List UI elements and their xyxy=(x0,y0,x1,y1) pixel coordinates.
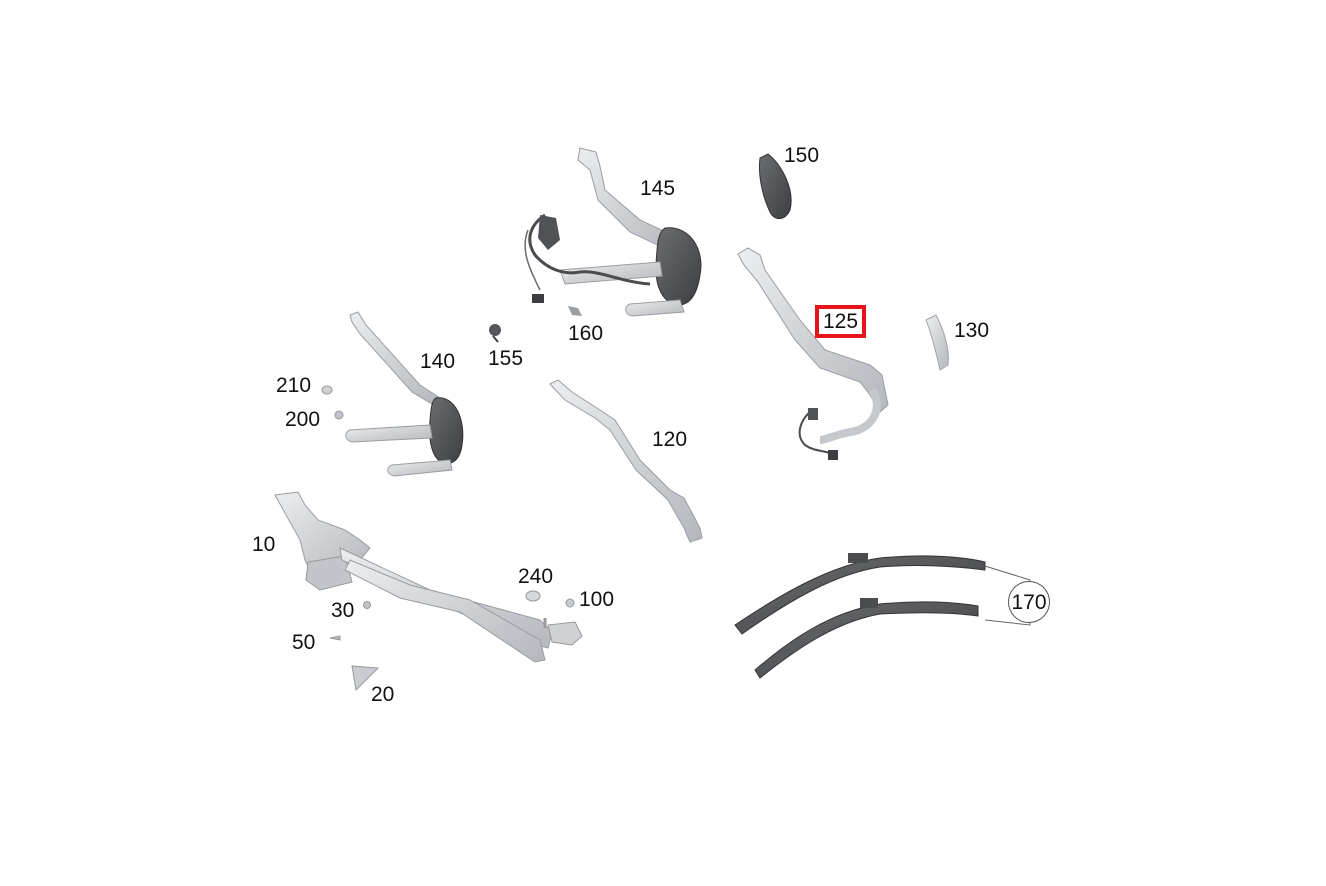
callout-200[interactable]: 200 xyxy=(285,408,321,431)
part-10-wiper-linkage[interactable] xyxy=(274,491,583,663)
callout-155[interactable]: 155 xyxy=(488,347,524,370)
callout-145[interactable]: 145 xyxy=(640,177,676,200)
callout-130[interactable]: 130 xyxy=(954,319,990,342)
part-120-wiper-arm[interactable] xyxy=(549,379,703,543)
part-50-bolt[interactable] xyxy=(329,635,341,641)
part-30-bolt[interactable] xyxy=(363,601,371,609)
part-20-bracket[interactable] xyxy=(351,665,380,692)
part-130-cap[interactable] xyxy=(925,314,949,371)
callout-120[interactable]: 120 xyxy=(652,428,688,451)
callout-150[interactable]: 150 xyxy=(784,144,820,167)
callout-160[interactable]: 160 xyxy=(568,322,604,345)
callout-20[interactable]: 20 xyxy=(371,683,395,706)
part-150-cover[interactable] xyxy=(759,153,792,219)
callout-100[interactable]: 100 xyxy=(579,588,615,611)
callout-170[interactable]: 170 xyxy=(1008,581,1050,623)
callout-125-highlighted[interactable]: 125 xyxy=(815,305,867,338)
part-145-wiper-arm[interactable] xyxy=(524,147,702,317)
part-210-cap-nut[interactable] xyxy=(321,385,333,395)
part-170-wiper-blades[interactable] xyxy=(734,553,1031,679)
callout-50[interactable]: 50 xyxy=(292,631,316,654)
part-125-wiper-arm[interactable] xyxy=(737,247,889,460)
callout-240[interactable]: 240 xyxy=(518,565,554,588)
callout-10[interactable]: 10 xyxy=(252,533,276,556)
part-200-nut[interactable] xyxy=(334,410,344,420)
part-155-connector[interactable] xyxy=(489,324,501,343)
callout-140[interactable]: 140 xyxy=(420,350,456,373)
part-160-clip[interactable] xyxy=(568,306,582,316)
part-100-nut[interactable] xyxy=(565,598,575,608)
part-140-wiper-arm[interactable] xyxy=(345,311,464,477)
callout-30[interactable]: 30 xyxy=(331,599,355,622)
callout-210[interactable]: 210 xyxy=(276,374,312,397)
part-240-washer[interactable] xyxy=(525,590,541,602)
